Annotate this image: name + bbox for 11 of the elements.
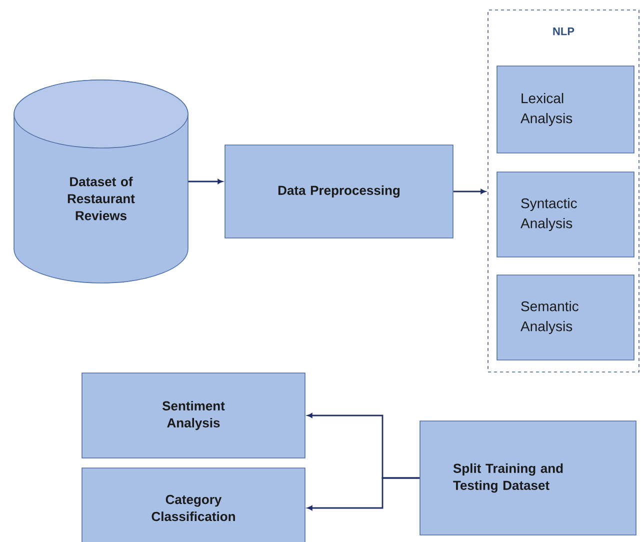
process-box: Sentiment Analysis: [82, 372, 306, 458]
arrow: [453, 189, 486, 194]
process-box: Lexical Analysis: [496, 66, 634, 154]
process-box: Category Classification: [82, 468, 306, 542]
process-box: Syntactic Analysis: [496, 172, 634, 258]
arrow: [188, 179, 223, 184]
process-box: Data Preprocessing: [224, 144, 454, 238]
arrow: [307, 477, 420, 510]
database-cylinder: Dataset of Restaurant Reviews: [14, 80, 188, 284]
process-box: Split Training and Testing Dataset: [420, 420, 636, 536]
process-box: Semantic Analysis: [496, 274, 634, 360]
